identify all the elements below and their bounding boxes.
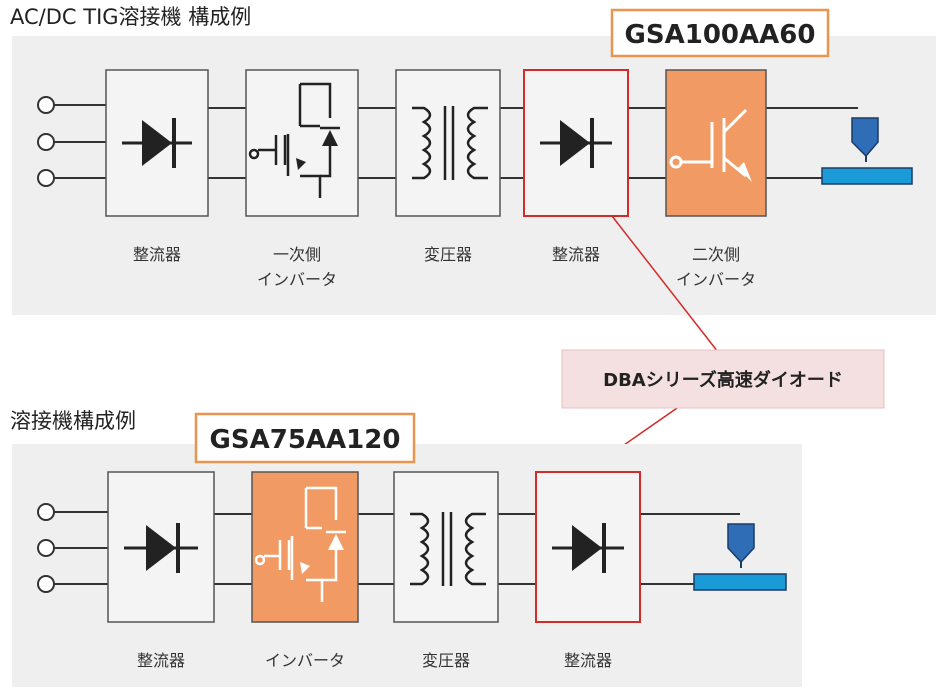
top-label-secondary-inverter-2: インバータ xyxy=(676,270,756,289)
terminal-icon xyxy=(37,133,55,151)
bottom-part-number: GSA75AA120 xyxy=(194,412,416,464)
top-wires xyxy=(54,104,858,179)
top-label-primary-inverter-1: 一次側 xyxy=(273,245,321,264)
callout-box xyxy=(561,349,885,409)
top-primary-inverter-block xyxy=(245,69,359,217)
callout-text: DBAシリーズ高速ダイオード xyxy=(603,369,843,391)
callout-line-top xyxy=(611,215,719,353)
top-rectifier2-block xyxy=(523,69,629,217)
top-rectifier-block xyxy=(105,69,209,217)
top-transformer-block xyxy=(395,69,501,217)
top-label-transformer: 変圧器 xyxy=(424,245,472,264)
top-part-number: GSA100AA60 xyxy=(610,8,830,58)
top-secondary-inverter-block xyxy=(665,69,767,217)
bottom-label-rectifier2: 整流器 xyxy=(564,651,612,670)
top-label-primary-inverter-2: インバータ xyxy=(257,270,337,289)
bottom-label-inverter: インバータ xyxy=(265,651,345,670)
diode-icon xyxy=(122,118,192,168)
workpiece-icon xyxy=(821,167,913,185)
electrode-icon xyxy=(727,523,755,564)
top-panel: AC/DC TIG溶接機 構成例 xyxy=(10,5,936,315)
terminal-icon xyxy=(37,539,55,557)
bottom-welding-torch xyxy=(693,523,787,591)
electrode-icon xyxy=(851,117,879,158)
top-part-number-text: GSA100AA60 xyxy=(625,20,816,50)
bottom-rectifier-block xyxy=(107,471,215,623)
transformer-icon xyxy=(410,512,486,586)
igbt-icon xyxy=(669,108,752,182)
top-label-secondary-inverter-1: 二次側 xyxy=(692,245,740,264)
bottom-label-rectifier: 整流器 xyxy=(137,651,185,670)
top-labels: 整流器 一次側 インバータ 変圧器 整流器 二次側 インバータ xyxy=(133,245,756,289)
igbt-icon xyxy=(254,486,346,602)
terminal-icon xyxy=(37,169,55,187)
diode-icon xyxy=(552,523,624,573)
top-label-rectifier2: 整流器 xyxy=(552,245,600,264)
bottom-wires xyxy=(54,511,740,585)
top-welding-torch xyxy=(821,117,913,185)
bottom-transformer-block xyxy=(393,471,499,623)
top-title: AC/DC TIG溶接機 構成例 xyxy=(10,5,251,29)
bottom-labels: 整流器 インバータ 変圧器 整流器 xyxy=(137,651,612,670)
bottom-inverter-block xyxy=(251,471,359,623)
terminal-icon xyxy=(37,503,55,521)
bottom-title: 溶接機構成例 xyxy=(10,409,136,433)
diode-icon xyxy=(540,118,612,168)
bottom-part-number-text: GSA75AA120 xyxy=(210,425,401,455)
igbt-icon xyxy=(248,82,340,198)
bottom-label-transformer: 変圧器 xyxy=(422,651,470,670)
bottom-rectifier2-block xyxy=(535,471,641,623)
workpiece-icon xyxy=(693,573,787,591)
diode-icon xyxy=(124,523,198,573)
terminal-icon xyxy=(37,575,55,593)
bottom-input-terminals xyxy=(37,503,55,593)
transformer-icon xyxy=(412,106,488,180)
terminal-icon xyxy=(37,96,55,114)
top-input-terminals xyxy=(37,96,55,187)
top-label-rectifier: 整流器 xyxy=(133,245,181,264)
bottom-panel: 溶接機構成例 xyxy=(10,409,802,687)
